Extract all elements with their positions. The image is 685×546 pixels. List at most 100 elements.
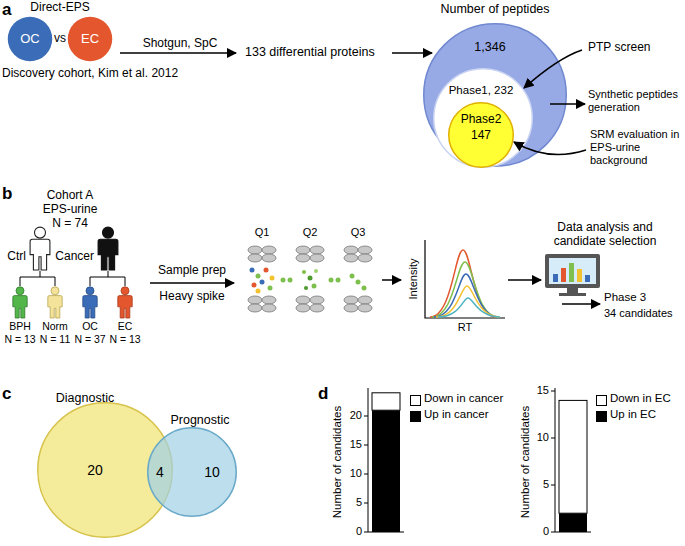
quadrupole-part xyxy=(358,296,372,304)
person-icon-part xyxy=(30,227,50,270)
phase-circle-shape xyxy=(449,103,514,168)
ion-dot xyxy=(250,268,367,294)
tick-label: 0 xyxy=(356,525,362,538)
quadrupole-part xyxy=(262,304,276,312)
ion-dot-part xyxy=(256,274,261,279)
computer-icon-part xyxy=(567,288,578,293)
flow-arrow-part xyxy=(514,142,586,155)
label-text: 133 differential proteins xyxy=(245,45,375,60)
tick-label: 10 xyxy=(350,467,362,480)
label-text: PTP screen xyxy=(588,40,650,54)
computer-icon-part xyxy=(553,274,558,282)
ion-dot-part xyxy=(336,278,341,283)
ion-dot-part xyxy=(281,278,286,283)
tick-label: 5 xyxy=(543,478,549,491)
legend-swatch xyxy=(410,395,421,406)
label-text: Q1 xyxy=(255,226,270,239)
label-text: Sample prep xyxy=(158,263,226,277)
ion-dot-part xyxy=(350,274,355,279)
bar-chart-part xyxy=(551,388,591,532)
computer-icon-part xyxy=(549,258,596,284)
tick-label: 10 xyxy=(537,431,549,444)
node-text: 10 xyxy=(204,464,220,481)
quadrupole-part xyxy=(248,246,262,254)
label-text: Norm xyxy=(42,320,68,333)
chromatogram xyxy=(425,240,505,318)
legend-text: Up in EC xyxy=(610,408,656,422)
phase-circle: Phase2 147 xyxy=(448,102,514,168)
sample-circle: OC xyxy=(7,16,53,62)
flow-arrow-part xyxy=(120,52,236,54)
tree-line-part xyxy=(90,271,125,286)
quadrupole-part xyxy=(262,254,276,262)
flow-arrow-part xyxy=(150,282,234,284)
computer-icon-part xyxy=(559,293,586,296)
quadrupole-part xyxy=(358,304,372,312)
chromatogram-part xyxy=(430,250,496,317)
node-text: Diagnostic xyxy=(56,391,114,406)
ion-dot-part xyxy=(268,286,273,291)
tick-label: 15 xyxy=(350,438,362,451)
ion-dot-part xyxy=(302,270,306,274)
bar-chart-part xyxy=(559,400,587,513)
ion-dot-part xyxy=(256,289,261,294)
legend-text: Down in cancer xyxy=(424,392,503,406)
legend-text: Down in EC xyxy=(610,392,671,406)
tick-label: 20 xyxy=(350,409,362,422)
label-text: N = 13 xyxy=(109,333,140,346)
legend-swatch xyxy=(596,395,607,406)
node-text: Phase2 xyxy=(461,112,502,126)
node-text: 20 xyxy=(87,462,103,479)
flow-arrow-part xyxy=(508,279,541,281)
label-text: N = 37 xyxy=(74,333,105,346)
panel-letter: b xyxy=(2,184,12,204)
node-text: 147 xyxy=(471,128,491,142)
person-icon-part xyxy=(98,227,118,270)
flow-arrow-part xyxy=(562,303,600,305)
panel-letter: c xyxy=(2,384,11,404)
label-text: N = 74 xyxy=(52,216,88,230)
quadrupole-part xyxy=(296,254,310,262)
quadrupole-part xyxy=(344,296,358,304)
quadrupole-part xyxy=(358,254,372,262)
ion-dot-part xyxy=(312,284,317,289)
ion-dot-part xyxy=(250,268,255,273)
computer-icon-part xyxy=(585,275,590,282)
label-text: Q2 xyxy=(303,226,318,239)
ion-dot-part xyxy=(270,276,275,281)
quadrupole-part xyxy=(310,254,324,262)
quadrupole-part xyxy=(310,296,324,304)
sample-circle-shape xyxy=(8,17,53,62)
ion-dot-part xyxy=(252,283,257,288)
panel-letter: a xyxy=(2,0,11,20)
computer-icon-part xyxy=(561,268,566,282)
chromatogram-part xyxy=(438,298,500,317)
chromatogram-part xyxy=(425,240,505,318)
flow-arrow-part xyxy=(550,103,585,105)
chromatogram-part xyxy=(436,286,500,317)
label-text: EPS-urine xyxy=(43,202,98,216)
computer-icon-part xyxy=(577,269,582,282)
panel-letter: d xyxy=(318,384,328,404)
axis-title: RT xyxy=(458,321,472,334)
bar-chart-part xyxy=(372,393,400,410)
quadrupole-part xyxy=(358,246,372,254)
label-text: Direct-EPS xyxy=(30,0,89,14)
label-text: Phase 3 xyxy=(604,291,646,305)
ion-dot-part xyxy=(362,286,367,291)
sample-circle-shape xyxy=(68,17,113,62)
flow-arrow-part xyxy=(392,52,432,54)
quadrupole-part xyxy=(262,296,276,304)
person-icon-part xyxy=(13,287,27,318)
chromatogram-part xyxy=(434,274,499,317)
label-text: 4 xyxy=(156,464,164,481)
computer-icon xyxy=(545,254,600,296)
label-text: N = 13 xyxy=(4,333,35,346)
legend-swatch xyxy=(410,411,421,422)
sample-circle: EC xyxy=(67,16,113,62)
ion-dot-part xyxy=(314,269,318,273)
node-text: 1,346 xyxy=(474,40,505,55)
label-text: BPH xyxy=(9,320,31,333)
quadrupole-part xyxy=(296,296,310,304)
